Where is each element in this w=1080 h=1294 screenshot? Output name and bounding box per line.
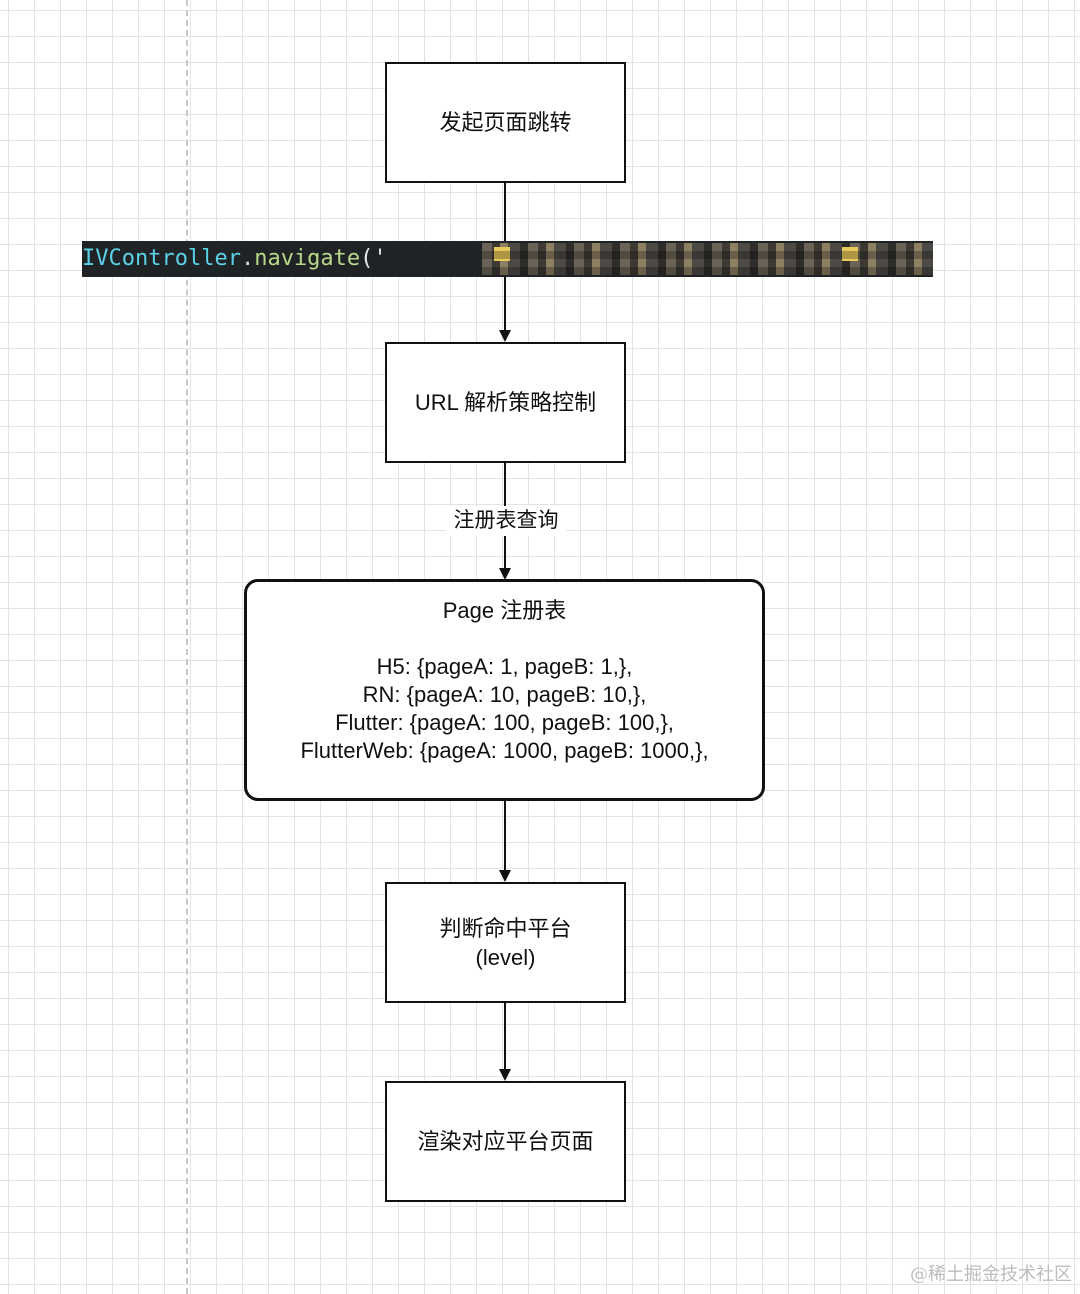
node-render-platform-page: 渲染对应平台页面 <box>385 1081 626 1202</box>
node-match-level: (level) <box>475 944 536 970</box>
registry-line-h5: H5: {pageA: 1, pageB: 1,}, <box>376 654 633 679</box>
watermark: @稀土掘金技术社区 <box>910 1264 1072 1285</box>
node-url-parse-strategy: URL 解析策略控制 <box>385 342 626 463</box>
node-url-parse-label: URL 解析策略控制 <box>414 390 597 415</box>
registry-line-rn: RN: {pageA: 10, pageB: 10,}, <box>362 682 647 707</box>
registry-line-flutterweb: FlutterWeb: {pageA: 1000, pageB: 1000,}, <box>300 738 709 763</box>
dashed-guide-line <box>186 0 188 1294</box>
node-start-navigation: 发起页面跳转 <box>385 62 626 183</box>
code-snippet-navigate: IVController.navigate(' '); <box>82 241 933 277</box>
node-match-label: 判断命中平台 <box>439 915 572 941</box>
node-page-registry: Page 注册表 H5: {pageA: 1, pageB: 1,}, RN: … <box>244 579 765 801</box>
code-redaction-block <box>494 247 510 261</box>
node-match-platform: 判断命中平台 (level) <box>385 882 626 1003</box>
node-start-label: 发起页面跳转 <box>439 110 572 135</box>
code-redaction-block <box>842 247 858 261</box>
code-method-name: navigate <box>254 246 361 271</box>
registry-line-flutter: Flutter: {pageA: 100, pageB: 100,}, <box>335 710 674 735</box>
code-open-paren: (' <box>360 246 387 271</box>
node-render-label: 渲染对应平台页面 <box>417 1129 594 1154</box>
registry-title: Page 注册表 <box>442 598 567 623</box>
code-dot: . <box>240 246 255 271</box>
code-class-name: IVController <box>82 246 241 271</box>
code-redaction-mosaic <box>482 243 933 275</box>
edge-label-registry-query: 注册表查询 <box>446 506 566 536</box>
